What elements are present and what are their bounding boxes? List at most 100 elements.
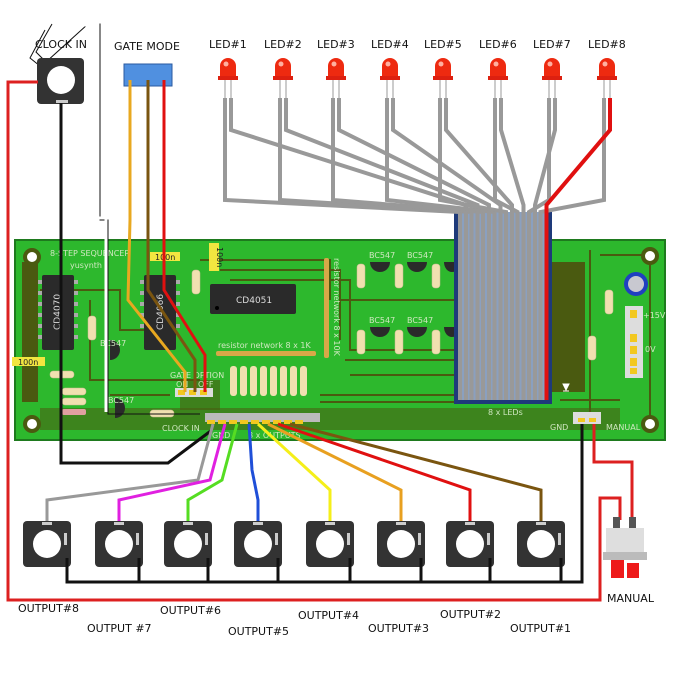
board-title: 8-STEP SEQUENCER <box>50 249 130 258</box>
board-brand: yusynth <box>70 261 102 270</box>
led-wire <box>533 98 557 400</box>
mount-hole <box>641 415 659 433</box>
output-label: OUTPUT#8 <box>18 602 79 615</box>
led-wire <box>391 98 503 400</box>
output-wire-4 <box>256 422 332 522</box>
output-label: OUTPUT #7 <box>87 622 152 635</box>
resistor-network-1k-label: resistor network 8 x 1K <box>218 341 311 350</box>
led-wires <box>223 98 612 400</box>
output-label: OUTPUT#4 <box>298 609 359 622</box>
led-label: LED#8 <box>588 38 626 51</box>
transistor-label: BC547 <box>369 251 395 260</box>
led-label: LED#1 <box>209 38 247 51</box>
ic-label: CD4070 <box>53 294 63 330</box>
mount-hole <box>23 415 41 433</box>
output-label: OUTPUT#6 <box>160 604 221 617</box>
output-jack-6[interactable] <box>164 521 212 582</box>
output-jack-5[interactable] <box>234 521 282 582</box>
output-wire-8 <box>45 423 215 522</box>
led-wire <box>493 98 520 400</box>
resistor-network-10k-label: resistor network 8 x 10K <box>332 258 341 357</box>
led-wire <box>538 98 606 400</box>
output-label: OUTPUT#1 <box>510 622 571 635</box>
pcb-board: 8-STEP SEQUENCER yusynth CD4070 CD4066 C… <box>12 212 666 441</box>
output-jack-7[interactable] <box>95 521 143 582</box>
gate-wire-off <box>162 80 207 392</box>
capacitor-100n <box>12 357 45 366</box>
ic-label: CD4051 <box>236 296 272 306</box>
led-wire <box>337 98 491 400</box>
gate-wire-common <box>146 80 197 392</box>
capacitor-100n <box>209 243 219 271</box>
transistor-label: BC547 <box>407 316 433 325</box>
led-label: LED#7 <box>533 38 571 51</box>
output-wire-1 <box>289 422 543 522</box>
manual-switch[interactable] <box>603 517 647 578</box>
capacitor-label: 100n <box>18 358 38 367</box>
led-wire <box>284 98 480 400</box>
led-wire <box>278 98 474 400</box>
led-1: LED#1 <box>209 38 247 98</box>
output-label: OUTPUT#5 <box>228 625 289 638</box>
transistor-label: BC547 <box>369 316 395 325</box>
led-wire <box>331 98 485 400</box>
led-symbol-icon <box>562 383 570 392</box>
led-6: LED#6 <box>479 38 517 98</box>
zerov-label: 0V <box>645 345 656 354</box>
led-7: LED#7 <box>533 38 571 98</box>
output-jack-2[interactable] <box>446 521 494 582</box>
output-wire-6 <box>186 423 239 522</box>
gate-wire-on <box>126 80 187 392</box>
ic-cd4051: CD4051 <box>210 284 296 314</box>
outputs-connector-label: 8 x OUTPUTS <box>248 431 301 440</box>
gate-mode-label: GATE MODE <box>114 40 180 53</box>
output-jack-1[interactable] <box>517 521 565 582</box>
led-4: LED#4 <box>371 38 409 98</box>
led-3: LED#3 <box>317 38 355 98</box>
gate-option-label: GATE OPTION <box>170 371 224 380</box>
led-wire <box>229 98 468 400</box>
led-label: LED#4 <box>371 38 409 51</box>
manual-pcb-label: MANUAL <box>606 423 641 432</box>
output-jack-3[interactable] <box>377 521 425 582</box>
output-jack-4[interactable] <box>306 521 354 582</box>
clock-gnd-wire <box>59 103 213 465</box>
resistor-array-1k <box>230 366 307 396</box>
resistor-network-10k <box>324 258 329 358</box>
clock-in-label: CLOCK IN <box>35 38 87 51</box>
manual-label: MANUAL <box>607 592 655 605</box>
led-label: LED#6 <box>479 38 517 51</box>
clock-in-jack[interactable] <box>29 23 200 415</box>
transistor-label: BC547 <box>100 339 126 348</box>
led-wire <box>499 98 526 400</box>
manual-red-wire <box>6 80 622 602</box>
output-label: OUTPUT#3 <box>368 622 429 635</box>
output-wire-7 <box>117 423 227 522</box>
plus15v-label: +15V <box>643 311 666 320</box>
output-label: OUTPUT#2 <box>440 608 501 621</box>
gnd-manual-label: GND <box>550 423 568 432</box>
outputs-connector <box>205 413 320 422</box>
led-wire <box>544 98 612 400</box>
mount-hole <box>23 248 41 266</box>
output-wire-5 <box>247 423 260 522</box>
output-wires <box>45 422 543 522</box>
manual-signal-wire <box>592 424 634 520</box>
manual-connector <box>573 412 601 424</box>
led-wire <box>385 98 497 400</box>
led-label: LED#2 <box>264 38 302 51</box>
transistor-label: BC547 <box>108 396 134 405</box>
led-2: LED#2 <box>264 38 302 98</box>
mount-hole <box>641 247 659 265</box>
output-jack-8[interactable] <box>23 521 71 582</box>
resistor-network-1k <box>216 351 316 356</box>
gate-mode-switch[interactable] <box>123 63 207 392</box>
transistor-label: BC547 <box>407 251 433 260</box>
ic-cd4070: CD4070 <box>38 275 78 350</box>
led-wire <box>444 98 514 400</box>
leds-connector-label: 8 x LEDs <box>488 408 523 417</box>
gate-on-label: ON <box>176 380 188 389</box>
